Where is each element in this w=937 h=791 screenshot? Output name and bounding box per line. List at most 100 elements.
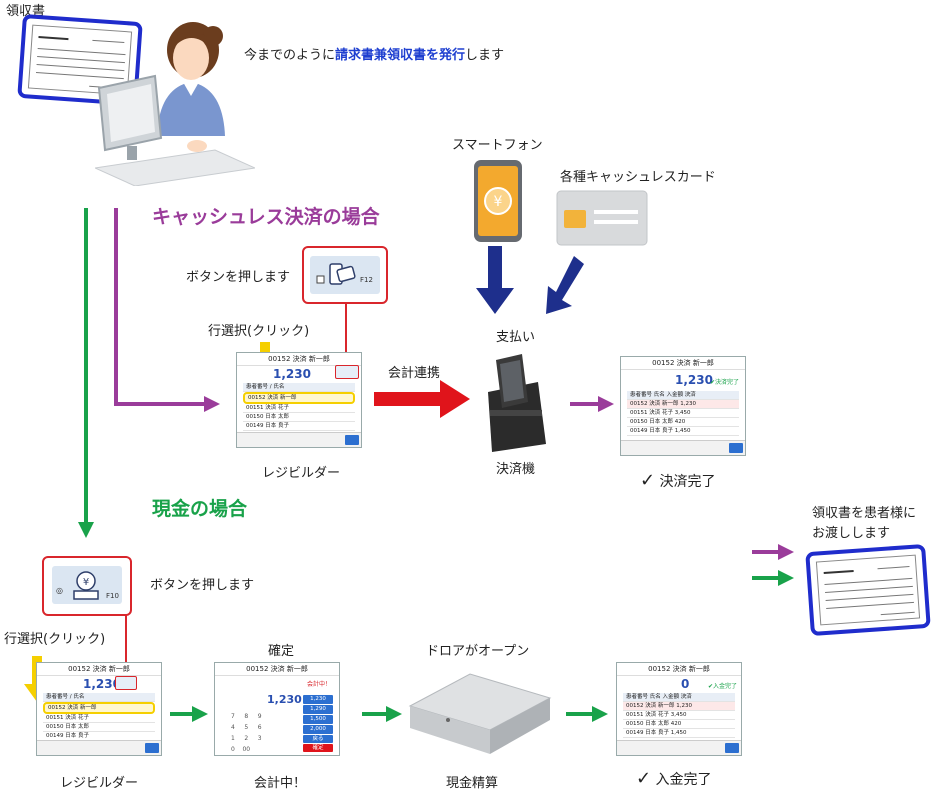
quick-amount-1[interactable]: 1,230 [303,695,333,704]
link-label: 会計連携 [388,366,441,381]
receipt-image-handover [805,543,931,637]
regi-label-cash: レジビルダー [60,776,139,791]
screen-footer [237,432,361,447]
table-row[interactable]: 00149 日本 良子 [243,422,355,431]
screen-footer [37,740,161,755]
check-icon: ✓ [636,768,652,789]
card-icon [556,190,648,246]
table-row[interactable]: 00151 決済 花子 [43,714,155,723]
table-row[interactable]: 00149 日本 良子 1,450 [627,427,739,436]
table-header: 患者番号 / 氏名 [243,383,355,392]
table-header: 患者番号 / 氏名 [43,693,155,702]
row-select-cashless: 行選択(クリック) [208,324,310,339]
table-row[interactable]: 00151 決済 花子 3,450 [623,711,735,720]
quick-amount-3[interactable]: 1,500 [303,715,333,724]
screen-footer [617,740,741,755]
keypad-screen: 00152 決済 新一郎 1,230 会計中！ 7 8 9 4 5 6 1 2 … [214,662,340,756]
return-key[interactable]: 戻る [303,735,333,743]
status-paying: 会計中！ [306,681,331,688]
cashless-flow-line [114,208,220,412]
numeric-keypad[interactable]: 7 8 9 4 5 6 1 2 3 0 00 [231,713,262,753]
svg-text:¥: ¥ [83,577,89,588]
intro-text: 今までのように請求書兼領収書を発行します [244,44,504,63]
table-row[interactable]: 00149 日本 良子 1,450 [623,729,735,738]
table-header: 患者番号 氏名 入金額 決済 [623,693,735,702]
table-row[interactable]: 00151 決済 花子 3,450 [627,409,739,418]
screen-amount: 1,230 [675,373,713,387]
card-label: 各種キャッシュレスカード [560,170,716,185]
f10-button[interactable]: ◎ ¥ F10 [52,566,122,604]
status-cash-done: ✔入金完了 [707,683,737,690]
intro-suffix: します [465,48,505,63]
screen-amount: 1,230 [273,367,311,381]
regi-screen-cashless: 00152 決済 新一郎 1,230 患者番号 / 氏名 00152 決済 新一… [236,352,362,448]
smartphone-label: スマートフォン [452,138,543,153]
payment-terminal-image [488,354,546,452]
screen-header: 00152 決済 新一郎 [617,663,741,676]
cash-drawer-image [408,673,552,754]
pay-label: 支払い [496,330,536,345]
intro-highlight: 請求書兼領収書を発行 [335,48,466,63]
screen-header: 00152 決済 新一郎 [37,663,161,676]
table-row[interactable]: 00150 日本 太郎 [43,723,155,732]
table-row-selected[interactable]: 00152 決済 新一郎 [43,702,155,714]
table-row[interactable]: 00152 決済 新一郎 1,230 [623,702,735,711]
clerk-illustration [95,22,255,186]
confirm-label: 確定 [268,644,295,659]
card-payment-icon [316,263,356,285]
cash-title: 現金の場合 [152,498,248,520]
table-row[interactable]: 00150 日本 太郎 420 [627,418,739,427]
table-row[interactable]: 00150 日本 太郎 420 [623,720,735,729]
press-button-cash: ボタンを押します [150,578,255,593]
link-arrow [374,380,470,418]
screen-header: 00152 決済 新一郎 [621,357,745,370]
screen-amount: 1,230 [83,677,121,691]
f12-button[interactable]: F12 [310,256,380,294]
press-button-cashless: ボタンを押します [186,270,291,285]
screen-amount-zero: 0 [681,677,690,691]
table-row[interactable]: 00151 決済 花子 [243,404,355,413]
payment-done-label: ✓ 決済完了 [640,470,716,491]
intro-prefix: 今までのように [244,48,336,63]
settlement-label: 現金精算 [446,776,499,791]
cash-payment-icon: ¥ [73,571,99,600]
quick-amount-2[interactable]: 1,290 [303,705,333,714]
f10-key-label: F10 [106,592,119,600]
cashless-button-callout: F12 [302,246,388,304]
payment-button-highlight[interactable] [335,365,359,379]
table-row-selected[interactable]: 00152 決済 新一郎 [243,392,355,404]
screen-footer [621,440,745,455]
svg-text:¥: ¥ [494,194,503,210]
cashless-title: キャッシュレス決済の場合 [152,206,380,228]
screen-header: 00152 決済 新一郎 [215,663,339,676]
cash-button-highlight[interactable] [115,676,137,690]
row-select-cash: 行選択(クリック) [4,632,106,647]
cash-done-label: ✓ 入金完了 [636,768,712,789]
status-done: ✔決済完了 [709,379,739,386]
screen-amount: 1,230 [267,693,302,706]
quick-amount-4[interactable]: 2,000 [303,725,333,734]
handover-line2: お渡しします [812,526,891,541]
ring-icon: ◎ [56,586,63,595]
handover-line1: 領収書を患者様に [812,506,917,521]
card-arrow [546,256,584,314]
regi-screen-cash: 00152 決済 新一郎 1,230 患者番号 / 氏名 00152 決済 新一… [36,662,162,756]
table-header: 患者番号 氏名 入金額 決済 [627,391,739,400]
check-icon: ✓ [640,470,656,491]
regi-label-cashless: レジビルダー [262,466,341,481]
smartphone-arrow [476,246,514,314]
screen-header: 00152 決済 新一郎 [237,353,361,366]
table-row[interactable]: 00150 日本 太郎 [243,413,355,422]
smartphone-icon: ¥ [474,160,522,242]
confirm-key[interactable]: 確定 [303,744,333,752]
cash-done-text: 入金完了 [655,772,712,788]
payment-done-text: 決済完了 [659,474,716,490]
terminal-label: 決済機 [496,462,536,477]
drawer-open-label: ドロアがオープン [426,644,530,659]
done-screen-cash: 00152 決済 新一郎 0 ✔入金完了 患者番号 氏名 入金額 決済 0015… [616,662,742,756]
cash-button-callout: ◎ ¥ F10 [42,556,132,616]
f12-key-label: F12 [360,276,373,284]
in-progress-label: 会計中！ [254,776,307,791]
done-screen-cashless: 00152 決済 新一郎 1,230 ✔決済完了 患者番号 氏名 入金額 決済 … [620,356,746,456]
table-row[interactable]: 00152 決済 新一郎 1,230 [627,400,739,409]
